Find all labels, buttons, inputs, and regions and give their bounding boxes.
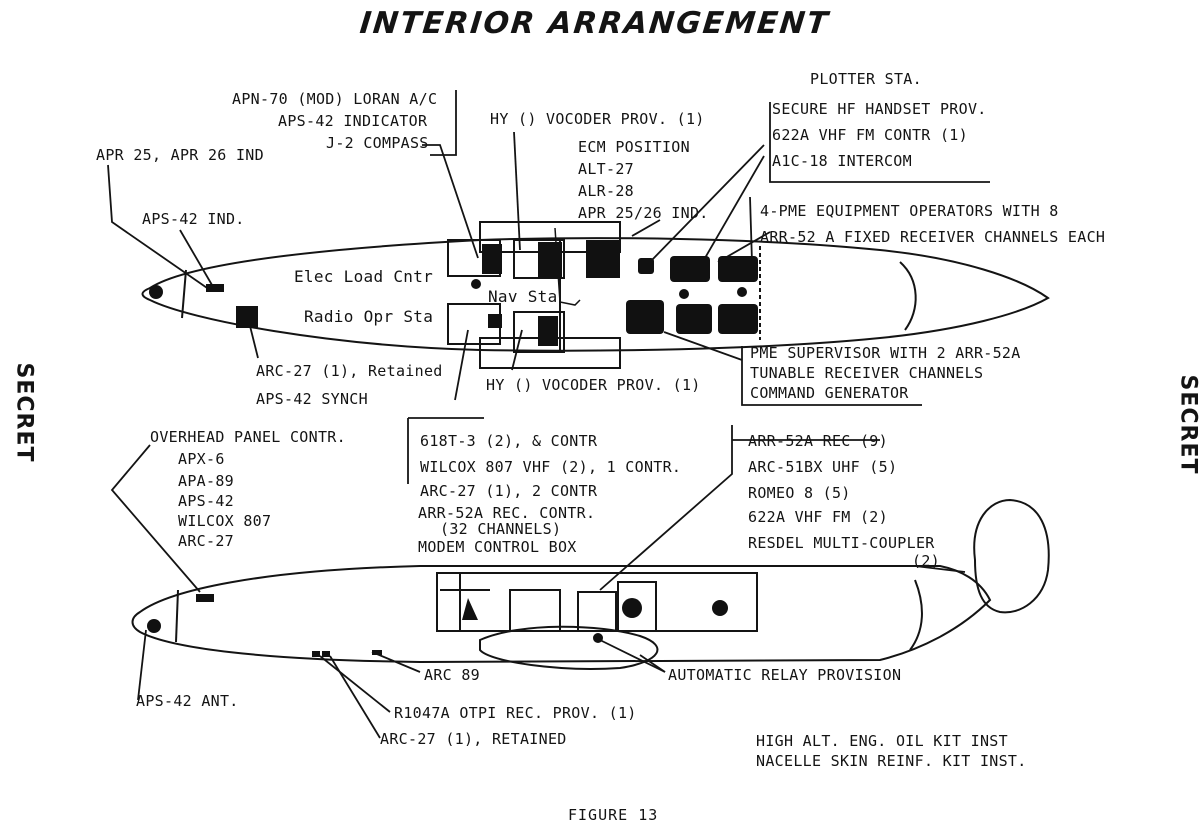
side-fuselage-outline	[131, 565, 992, 664]
radio-opr-label: Radio Opr Sta	[304, 307, 434, 326]
note-2: NACELLE SKIN REINF. KIT INST.	[756, 752, 1027, 770]
ecm-label-1: ECM POSITION	[578, 138, 690, 156]
center-label-5: MODEM CONTROL BOX	[418, 538, 577, 556]
right-label-3: 622A VHF FM (2)	[748, 508, 888, 526]
classification-left: SECRET	[11, 362, 37, 463]
aps42-ant-label: APS-42 ANT.	[136, 692, 239, 710]
aps42-synch-label: APS-42 SYNCH	[256, 390, 368, 408]
center-label-0: 618T-3 (2), & CONTR	[420, 432, 598, 450]
tail-fin	[973, 498, 1050, 614]
plotter-sta-label: PLOTTER STA.	[810, 70, 922, 88]
center-label-3: ARR-52A REC. CONTR.	[418, 504, 596, 522]
overhead-label-2: APA-89	[178, 472, 234, 490]
overhead-label-1: APX-6	[178, 450, 225, 468]
plotter-item-3: A1C-18 INTERCOM	[772, 152, 912, 170]
hy-vocoder-top-label: HY () VOCODER PROV. (1)	[490, 110, 705, 128]
apn-label-3: J-2 COMPASS	[326, 134, 429, 152]
plotter-item-2: 622A VHF FM CONTR (1)	[772, 126, 968, 144]
right-label-4: RESDEL MULTI-COUPLER	[748, 534, 935, 552]
arc27-retained-top-label: ARC-27 (1), Retained	[256, 362, 443, 380]
side-wing	[479, 625, 659, 670]
overhead-label-4: WILCOX 807	[178, 512, 272, 530]
tail-bulkhead	[899, 261, 917, 331]
elec-load-label: Elec Load Cntr	[294, 267, 434, 286]
arc89-label: ARC 89	[424, 666, 480, 684]
right-label-1: ARC-51BX UHF (5)	[748, 458, 898, 476]
nose-radar-top	[149, 285, 163, 299]
classification-right: SECRET	[1175, 374, 1200, 475]
nose-radar-side	[147, 619, 161, 633]
nav-sta-label: Nav Sta	[488, 287, 558, 306]
overhead-label-0: OVERHEAD PANEL CONTR.	[150, 428, 346, 446]
center-label-4: (32 CHANNELS)	[440, 520, 562, 538]
apn-label-2: APS-42 INDICATOR	[278, 112, 428, 130]
side-equipment-bay	[436, 572, 758, 632]
overhead-label-5: ARC-27	[178, 532, 234, 550]
pme-supervisor-2: TUNABLE RECEIVER CHANNELS	[750, 364, 984, 382]
aps42-ind-label: APS-42 IND.	[142, 210, 245, 228]
center-label-2: ARC-27 (1), 2 CONTR	[420, 482, 598, 500]
arc27-retained-side-label: ARC-27 (1), RETAINED	[380, 730, 567, 748]
ecm-label-3: ALR-28	[578, 182, 634, 200]
apr-ind-label: APR 25, APR 26 IND	[96, 146, 264, 164]
plotter-item-1: SECURE HF HANDSET PROV.	[772, 100, 987, 118]
pme-label-2: ARR-52 A FIXED RECEIVER CHANNELS EACH	[760, 228, 1106, 246]
hy-vocoder-bottom-label: HY () VOCODER PROV. (1)	[486, 376, 701, 394]
right-label-5: (2)	[912, 552, 940, 570]
cockpit-bulkhead	[181, 269, 187, 319]
side-cockpit-bulkhead	[175, 589, 179, 643]
right-label-0: ARR-52A REC (9)	[748, 432, 888, 450]
overhead-antenna-block	[196, 594, 214, 602]
overhead-label-3: APS-42	[178, 492, 234, 510]
page-title: INTERIOR ARRANGEMENT	[358, 6, 832, 41]
center-label-1: WILCOX 807 VHF (2), 1 CONTR.	[420, 458, 682, 476]
pme-supervisor-3: COMMAND GENERATOR	[750, 384, 909, 402]
apn-label-1: APN-70 (MOD) LORAN A/C	[232, 90, 438, 108]
right-label-2: ROMEO 8 (5)	[748, 484, 851, 502]
r1047a-label: R1047A OTPI REC. PROV. (1)	[394, 704, 637, 722]
ecm-label-4: APR 25/26 IND.	[578, 204, 709, 222]
pme-supervisor-1: PME SUPERVISOR WITH 2 ARR-52A	[750, 344, 1021, 362]
note-1: HIGH ALT. ENG. OIL KIT INST	[756, 732, 1008, 750]
radio-block	[236, 306, 258, 328]
figure-caption: FIGURE 13	[568, 806, 659, 824]
ecm-label-2: ALT-27	[578, 160, 634, 178]
relay-label: AUTOMATIC RELAY PROVISION	[668, 666, 902, 684]
pme-label-1: 4-PME EQUIPMENT OPERATORS WITH 8	[760, 202, 1059, 220]
